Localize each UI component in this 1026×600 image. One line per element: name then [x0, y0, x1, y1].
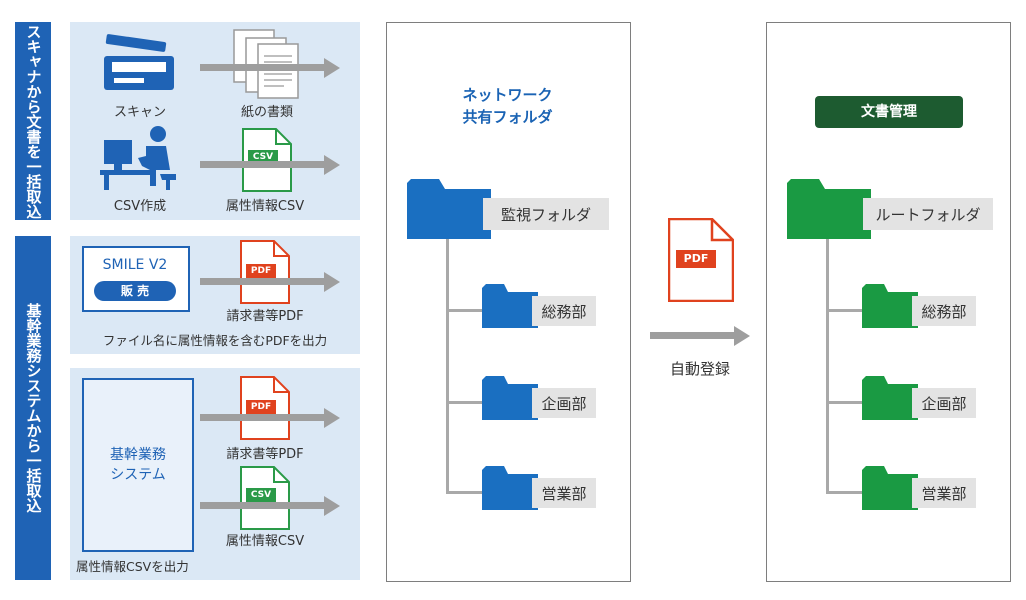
- smile-pdf-caption: 請求書等PDF: [226, 309, 304, 324]
- network-child-label-2: 企画部: [532, 388, 596, 418]
- folder-icon: [787, 179, 871, 239]
- arrow-csv: [200, 155, 340, 175]
- person-computer-icon: [100, 126, 176, 190]
- pdf-file-icon: [240, 240, 290, 304]
- folder-icon: [862, 376, 918, 420]
- docmgmt-tree-trunk: [826, 236, 829, 494]
- scanner-icon: [104, 34, 174, 90]
- network-title-line2: 共有フォルダ: [462, 108, 553, 126]
- side-label-core-text: 基幹業務システムから一括取込: [24, 303, 43, 513]
- pdf-badge-text: PDF: [250, 266, 272, 276]
- pdf-badge-text: PDF: [250, 402, 272, 412]
- network-tree-branch-1: [446, 309, 484, 312]
- smile-product-name: SMILE V2: [102, 257, 168, 273]
- docmgmt-child-label-2: 企画部: [912, 388, 976, 418]
- paper-documents-icon: [233, 29, 299, 99]
- csv-caption: 属性情報CSV: [225, 199, 305, 214]
- smile-product-box: [82, 246, 190, 312]
- docmgmt-tree-branch-2: [826, 401, 864, 404]
- arrow-core-pdf: [200, 408, 340, 428]
- side-label-scan-text: スキャナから文書を一括取込: [24, 23, 43, 219]
- network-tree-branch-3: [446, 491, 484, 494]
- network-title-line1: ネットワーク: [462, 86, 553, 104]
- docmgmt-title: 文書管理: [815, 96, 963, 128]
- network-tree-branch-2: [446, 401, 484, 404]
- core-footer: 属性情報CSVを出力: [76, 559, 189, 574]
- scan-caption: スキャン: [113, 105, 166, 120]
- csv-badge-text: CSV: [250, 490, 272, 500]
- auto-register-label: 自動登録: [669, 360, 730, 378]
- docmgmt-child-label-3: 営業部: [912, 478, 976, 508]
- auto-register-arrow: [650, 326, 750, 346]
- core-csv-caption: 属性情報CSV: [225, 534, 305, 549]
- docmgmt-child-label-1: 総務部: [912, 296, 976, 326]
- csv-badge-text: CSV: [252, 152, 274, 162]
- folder-icon: [482, 376, 538, 420]
- network-tree-trunk: [446, 236, 449, 494]
- folder-icon: [482, 466, 538, 510]
- core-system-line2: システム: [110, 467, 166, 483]
- smile-product-badge: 販 売: [94, 281, 176, 301]
- arrow-smile-pdf: [200, 272, 340, 292]
- docmgmt-tree-branch-1: [826, 309, 864, 312]
- network-root-label: 監視フォルダ: [483, 198, 609, 230]
- core-pdf-caption: 請求書等PDF: [226, 447, 304, 462]
- folder-icon: [482, 284, 538, 328]
- side-label-scan: スキャナから文書を一括取込: [15, 22, 51, 220]
- network-child-label-1: 総務部: [532, 296, 596, 326]
- arrow-scan: [200, 58, 340, 78]
- scan-panel: [70, 22, 360, 220]
- folder-icon: [862, 466, 918, 510]
- paper-caption: 紙の書類: [240, 105, 293, 120]
- pdf-file-icon: [668, 218, 734, 302]
- folder-icon: [862, 284, 918, 328]
- folder-icon: [407, 179, 491, 239]
- network-child-label-3: 営業部: [532, 478, 596, 508]
- core-system-line1: 基幹業務: [110, 447, 166, 463]
- smile-footer: ファイル名に属性情報を含むPDFを出力: [102, 333, 328, 348]
- transfer-pdf-badge: PDF: [683, 252, 709, 265]
- docmgmt-tree-branch-3: [826, 491, 864, 494]
- arrow-core-csv: [200, 496, 340, 516]
- side-label-core: 基幹業務システムから一括取込: [15, 236, 51, 580]
- csv-create-caption: CSV作成: [113, 199, 167, 214]
- core-system-box: [82, 378, 194, 552]
- docmgmt-root-label: ルートフォルダ: [863, 198, 993, 230]
- csv-file-icon: [240, 466, 290, 530]
